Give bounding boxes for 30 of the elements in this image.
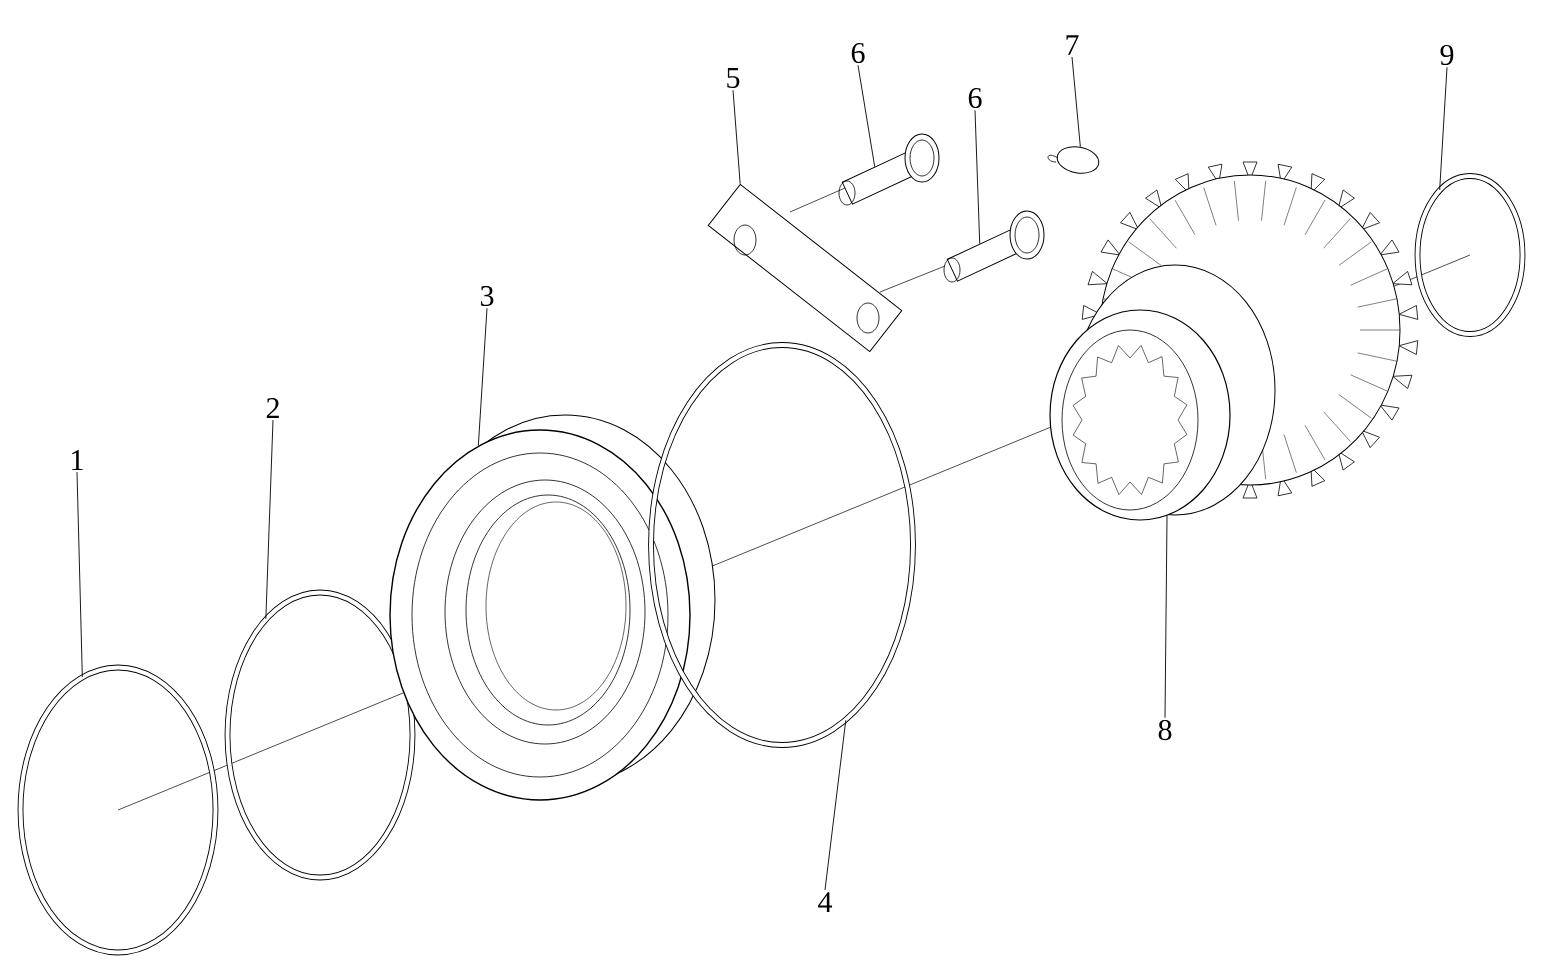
- bolt-drawing: [838, 133, 940, 206]
- leader-line: [857, 64, 876, 168]
- callout-number: 6: [968, 87, 982, 109]
- leader-line: [1071, 56, 1081, 148]
- callout-number: 5: [727, 68, 740, 88]
- leader-line: [265, 419, 274, 620]
- callout-number: 6: [851, 42, 865, 64]
- clip-drawing: [1047, 146, 1100, 174]
- leader-line: [1164, 515, 1168, 719]
- leader-line: [477, 307, 488, 446]
- callout-number: 9: [1440, 44, 1454, 66]
- callout-number: 8: [1158, 719, 1172, 741]
- ring-drawing: [1414, 173, 1526, 337]
- callout-number: 3: [480, 285, 494, 307]
- leader-line: [732, 89, 741, 185]
- leader-line: [824, 719, 847, 891]
- ring-drawing: [648, 342, 916, 748]
- leader-line: [76, 471, 83, 678]
- callout-number: 1: [72, 450, 83, 470]
- bearing-drawing: [389, 414, 716, 801]
- plate-drawing: [707, 183, 903, 353]
- bolt-drawing: [943, 210, 1045, 283]
- gear-drawing: [1049, 161, 1419, 521]
- callout-number: 2: [266, 398, 279, 418]
- leader-line: [1439, 66, 1448, 191]
- ring-drawing: [224, 589, 416, 881]
- leader-line: [974, 109, 981, 245]
- callout-number: 4: [818, 892, 833, 912]
- ring-drawing: [17, 664, 219, 956]
- callout-number: 7: [1066, 35, 1079, 55]
